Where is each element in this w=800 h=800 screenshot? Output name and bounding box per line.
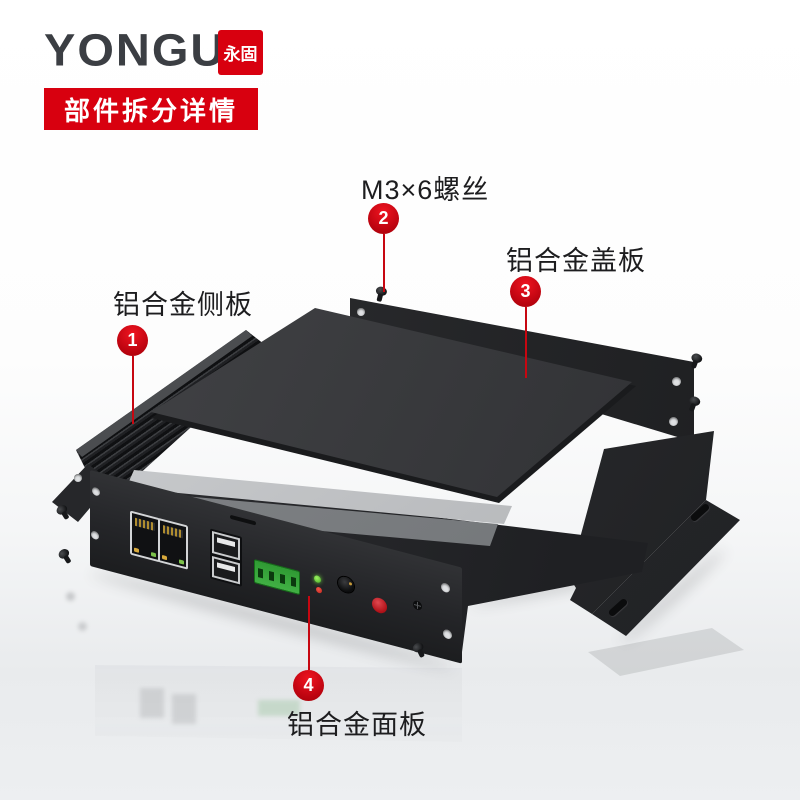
screw-hole [672, 377, 681, 386]
port-reflection [172, 694, 196, 724]
callout-line [525, 307, 527, 378]
section-banner: 部件拆分详情 [44, 88, 259, 130]
part-label: 铝合金盖板 [506, 246, 646, 276]
callout-line [308, 596, 310, 670]
terminal-reflection [258, 700, 300, 716]
callout-line [383, 234, 385, 292]
callout-number-badge: 4 [293, 670, 324, 701]
callout-line [132, 356, 134, 424]
port-reflection [140, 688, 164, 718]
part-label: 铝合金面板 [287, 710, 427, 740]
screw-hole [74, 474, 82, 482]
callout-number-badge: 2 [368, 203, 399, 234]
screw-hole [669, 417, 678, 426]
part-label: 铝合金侧板 [113, 290, 253, 320]
screw-hole [357, 308, 365, 316]
brand-seal-icon: 永固 [218, 30, 263, 75]
callout-number-badge: 1 [117, 325, 148, 356]
screw-reflection [78, 622, 87, 631]
brand-logo: YONGU [44, 23, 227, 76]
screw-reflection [66, 592, 75, 601]
callout-number-badge: 3 [510, 276, 541, 307]
part-label: M3×6螺丝 [361, 175, 490, 205]
